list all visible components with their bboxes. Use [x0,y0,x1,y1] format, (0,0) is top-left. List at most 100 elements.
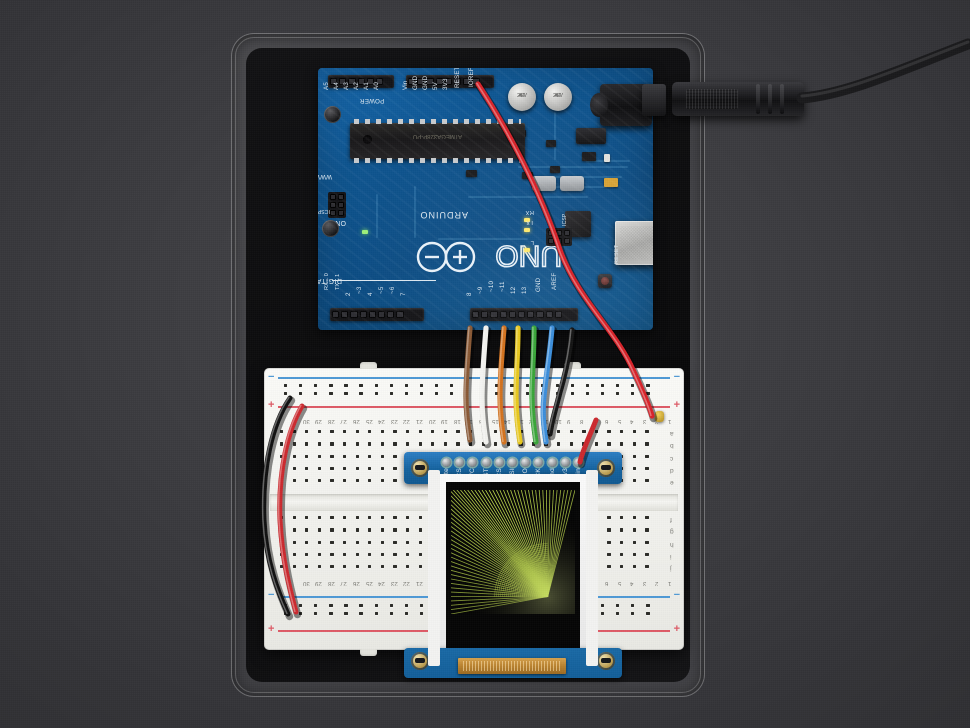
arduino-logo: UNO [410,236,568,278]
power-pin-label-gnd: GND [412,75,419,90]
tft-pin-rst[interactable] [481,458,491,467]
analog-in-header[interactable] [328,75,394,88]
atmega328p-chip: ATMEGA328P-PU [350,119,525,163]
breadboard-notch [360,649,377,656]
digital-pin-label-3: ~3 [356,286,363,294]
rail-plus-bottom-left: + [268,623,275,635]
lcd-demo-pattern [451,490,575,614]
power-pin-label-3v3: 3V3 [442,78,449,90]
tx-led-label: TX [525,219,534,225]
arduino-origin-text: WWW.ARDUINO.CC - MADE IN ITALY [318,173,332,180]
tft-pin-sck[interactable] [534,458,544,467]
power-cable [796,38,970,104]
row-letter: b [670,442,674,450]
tft-pin-vin[interactable] [574,458,583,467]
arduino-uno-board[interactable]: ANALOG IN A5 A4 A3 A2 A1 A0 POWER Vin GN… [318,68,653,330]
digital-header-low[interactable] [330,308,424,321]
digital-header-title: DIGITAL (PWM~) [318,277,342,284]
pcb-trace [438,238,528,240]
tx-led [524,228,530,232]
column-number: 11 [542,418,549,424]
smd-component [466,170,477,177]
analog-pin-label-a0: A0 [373,82,380,90]
column-number: 14 [504,418,511,424]
tft-pin-gnd[interactable] [547,458,557,467]
cap1-value: 47 [518,93,526,100]
digital-pin-label-1: TX→1 [335,273,341,290]
pcb-trace [544,186,614,188]
column-number: 26 [353,580,360,586]
row-letter: j [670,565,672,573]
column-number: 17 [466,418,474,424]
tft-pin-dc[interactable] [468,458,478,467]
tft-pin-so[interactable] [521,458,531,467]
pcb-trace [468,196,588,198]
tft-mounting-hole-bottom-right [597,652,615,670]
icsp2-header[interactable] [328,192,346,218]
row-letter: c [670,454,674,462]
tft-pin-si[interactable] [508,458,517,467]
cap2-voltage: 25V [553,93,563,100]
power-header[interactable] [406,75,494,88]
reset-button[interactable] [598,274,612,288]
column-number: 20 [428,418,436,424]
digital-pin-label-4: 4 [367,292,374,296]
l-led-label: L [530,239,534,245]
column-number: 10 [554,418,562,424]
column-number: 2 [655,580,659,586]
column-number: 23 [390,418,398,424]
pcb-trace [586,160,630,162]
analog-pin-label-a1: A1 [363,82,370,90]
digital-pin-label-13: 13 [521,286,528,294]
digital-pin-label-10: ~10 [488,280,495,292]
rx-led [524,218,530,222]
pcb-trace [414,186,416,238]
digital-header-high[interactable] [470,308,578,321]
analog-pin-label-a3: A3 [343,82,350,90]
smd-component [546,140,556,147]
digital-pin-label-0: RX←0 [324,273,330,290]
column-number: 6 [605,418,609,424]
plug-rib [780,84,784,114]
cap1-voltage: 25V [517,93,527,100]
column-number: 27 [340,418,348,424]
smd-component [522,172,533,179]
tft-lcd-module[interactable]: LiteCCSD/CRSTTCSSISOSCKGnd3v3Vin [404,452,622,684]
plug-knurl-texture [686,89,738,109]
column-number: 30 [302,418,310,424]
board-mount-hole [324,106,341,123]
resonator [560,176,584,191]
tft-pin-ccs[interactable] [455,458,465,467]
smd-fuse [604,178,618,187]
smd-component [604,154,610,162]
lcd-bracket-left [428,470,440,666]
digital-underline [332,280,436,281]
column-number: 9 [567,418,571,424]
icsp-label: ICSP [562,213,568,226]
pcb-trace [554,112,556,160]
column-number: 12 [529,418,537,424]
reset-label: RESET [614,244,620,264]
power-pin-label-reset: RESET [454,68,461,88]
digital-pin-label-8: 8 [466,292,473,296]
column-number: 25 [365,580,373,586]
column-number: 24 [378,580,385,586]
column-number: 29 [315,418,322,424]
tft-pin-lite[interactable] [442,458,451,467]
breadboard-notch [360,362,377,369]
dc-power-plug[interactable] [672,82,804,116]
pcb-trace [518,166,628,168]
power-on-led [362,230,368,234]
icsp-header[interactable] [546,228,572,246]
digital-pin-label-11: ~11 [499,281,506,292]
tft-pin-3v3[interactable] [560,458,570,467]
tft-pin-tcs[interactable] [494,458,504,467]
chip-pin1-dot [363,135,372,144]
tft-mounting-hole-right [597,459,615,477]
power-rail-holes-top[interactable] [284,384,661,400]
column-number: 5 [617,418,621,424]
digital-pin-label-6: ~6 [389,286,396,294]
usb-type-b-connector[interactable] [615,221,653,265]
row-letter: f [670,516,672,523]
